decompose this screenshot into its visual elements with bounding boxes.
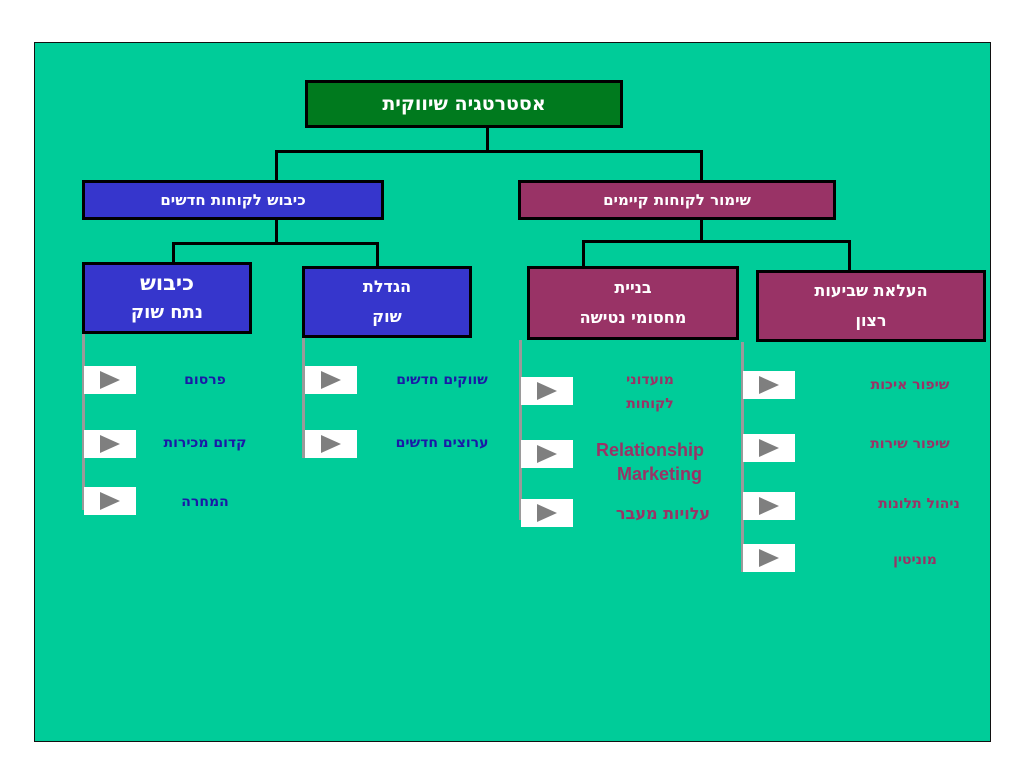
growth-box: הגדלת שוק [302,266,472,338]
list-item: פרסום [184,372,226,388]
conquest-line2: נתח שוק [130,302,204,323]
list-item-line: Marketing [617,464,703,484]
list-item: המחרה [181,494,229,510]
group-rail [741,342,744,572]
slide-canvas [34,42,991,742]
list-item: שיפור איכות [870,377,950,393]
connector [582,240,850,243]
connector [486,128,489,150]
play-arrow-icon [84,487,136,515]
list-item: עלויות מעבר [615,504,711,523]
conquest-line1: כיבוש [139,271,195,295]
list-item: שווקים חדשים [396,372,488,388]
list-item: מוניטין [893,552,937,568]
connector [582,240,585,268]
barriers-line2: מחסומי נטישה [579,308,687,327]
play-arrow-icon [305,430,357,458]
connector [275,220,278,242]
group-rail [82,334,85,510]
list-item-line: מועדוני [626,372,674,388]
list-item: ערוצים חדשים [395,435,489,451]
connector [275,150,703,153]
group-rail [519,340,522,520]
play-arrow-icon [305,366,357,394]
play-arrow-icon [743,371,795,399]
list-item: מועדוני לקוחות [590,368,710,416]
play-arrow-icon [84,430,136,458]
list-item-line: Relationship [595,440,704,460]
connector [700,150,703,180]
play-arrow-icon [743,492,795,520]
connector [172,242,379,245]
play-arrow-icon [743,544,795,572]
satisfaction-line2: רצון [855,311,887,330]
root-label: אסטרטגיה שיווקית [382,93,546,115]
play-arrow-icon [521,377,573,405]
list-item: שיפור שירות [870,436,950,452]
connector [172,242,175,264]
play-arrow-icon [84,366,136,394]
root-box: אסטרטגיה שיווקית [305,80,623,128]
list-item: קדום מכירות [163,435,247,451]
acquire-label: כיבוש לקוחות חדשים [160,191,306,209]
connector [848,240,851,272]
satisfaction-box: העלאת שביעות רצון [756,270,986,342]
play-arrow-icon [521,499,573,527]
barriers-line1: בניית [614,278,652,297]
connector [700,220,703,242]
acquire-box: כיבוש לקוחות חדשים [82,180,384,220]
connector [275,150,278,180]
play-arrow-icon [743,434,795,462]
connector [376,242,379,268]
list-item: Relationship Marketing [575,438,725,486]
retain-box: שימור לקוחות קיימים [518,180,836,220]
satisfaction-line1: העלאת שביעות [814,281,928,300]
conquest-box: כיבוש נתח שוק [82,262,252,334]
retain-label: שימור לקוחות קיימים [603,191,751,209]
growth-line2: שוק [372,307,402,326]
barriers-box: בניית מחסומי נטישה [527,266,739,340]
group-rail [302,338,305,458]
growth-line1: הגדלת [362,277,412,296]
list-item: ניהול תלונות [878,496,960,512]
play-arrow-icon [521,440,573,468]
list-item-line: לקוחות [626,396,674,412]
